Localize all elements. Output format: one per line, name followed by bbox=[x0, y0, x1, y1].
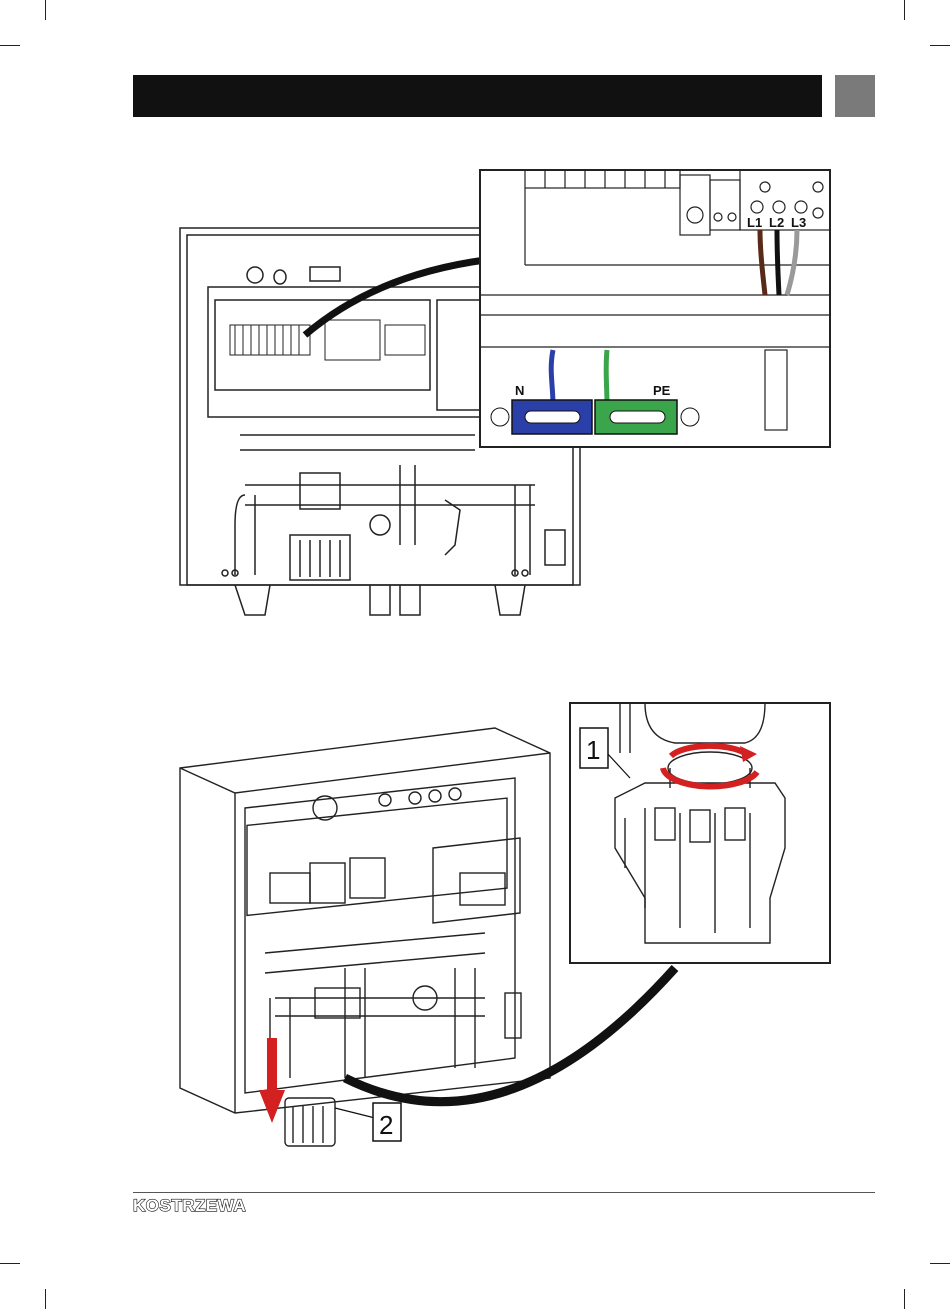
crop-mark bbox=[904, 1289, 905, 1309]
callout-1: 1 bbox=[586, 735, 600, 765]
crop-mark bbox=[930, 1263, 950, 1264]
crop-mark bbox=[45, 0, 46, 20]
earth-label: PE bbox=[653, 383, 671, 398]
crop-mark bbox=[930, 45, 950, 46]
terminal-label-l2: L2 bbox=[769, 215, 784, 230]
electrical-connection-figure: L1 L2 L3 N PE bbox=[175, 165, 835, 625]
header-bar bbox=[133, 75, 822, 117]
filter-removal-figure: 2 1 bbox=[175, 698, 835, 1163]
crop-mark bbox=[0, 45, 20, 46]
footer-rule bbox=[133, 1192, 875, 1193]
crop-mark bbox=[904, 0, 905, 20]
terminal-inset: L1 L2 L3 N PE bbox=[480, 170, 830, 447]
crop-mark bbox=[0, 1263, 20, 1264]
neutral-label: N bbox=[515, 383, 524, 398]
terminal-label-l1: L1 bbox=[747, 215, 762, 230]
callout-2: 2 bbox=[379, 1110, 393, 1140]
filter-inset: 1 bbox=[570, 703, 830, 963]
chapter-tab bbox=[835, 75, 875, 117]
control-panel bbox=[208, 287, 508, 417]
terminal-label-l3: L3 bbox=[791, 215, 806, 230]
brand-logo: KOSTRZEWA bbox=[133, 1196, 246, 1216]
crop-mark bbox=[45, 1289, 46, 1309]
